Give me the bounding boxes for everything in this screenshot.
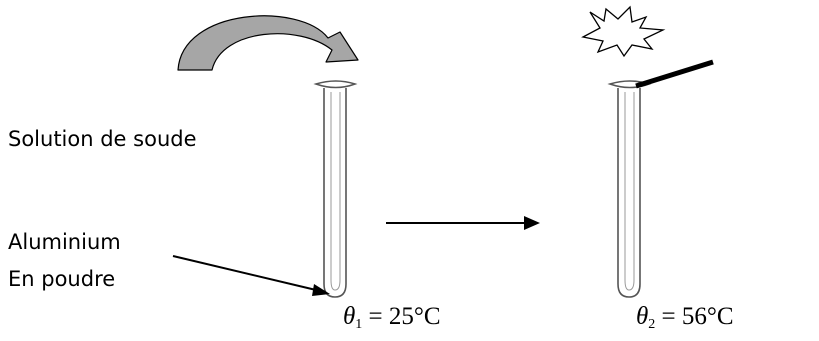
- test-tube-icon: [313, 80, 358, 298]
- reaction-arrowhead: [524, 216, 540, 230]
- curved-pour-arrow-icon: [177, 15, 359, 71]
- aluminium-pointer-arrow: [172, 255, 317, 291]
- temperature-before: θ1 = 25°C: [343, 304, 441, 332]
- explosion-burst-icon: [581, 5, 666, 58]
- theta-symbol: θ: [343, 303, 356, 330]
- aluminium-label: Aluminium: [8, 230, 121, 254]
- temperature-value: = 25°C: [362, 303, 441, 330]
- theta-symbol: θ: [636, 303, 649, 330]
- solution-label: Solution de soude: [8, 127, 197, 151]
- powder-label: En poudre: [8, 267, 116, 291]
- theta-index: 2: [648, 317, 656, 332]
- test-tube-icon: [607, 80, 652, 298]
- temperature-after: θ2 = 56°C: [636, 304, 734, 332]
- temperature-value: = 56°C: [655, 303, 734, 330]
- theta-index: 1: [355, 317, 363, 332]
- aluminium-pointer-arrowhead: [312, 284, 330, 296]
- lit-match-icon: [635, 59, 714, 89]
